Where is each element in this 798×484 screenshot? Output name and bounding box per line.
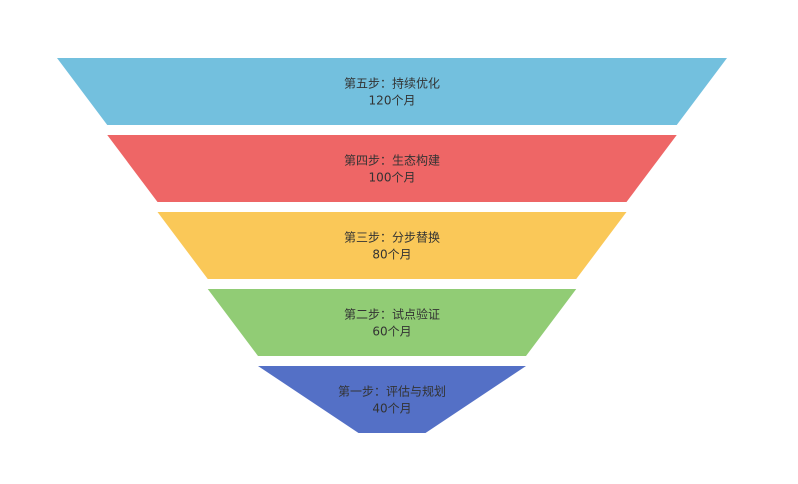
funnel-segment-step1[interactable] xyxy=(258,366,526,433)
funnel-segment-step5[interactable] xyxy=(57,58,727,125)
funnel-segment-step3[interactable] xyxy=(157,212,627,279)
funnel-segment-step2[interactable] xyxy=(207,289,577,356)
funnel-segment-step4[interactable] xyxy=(107,135,677,202)
